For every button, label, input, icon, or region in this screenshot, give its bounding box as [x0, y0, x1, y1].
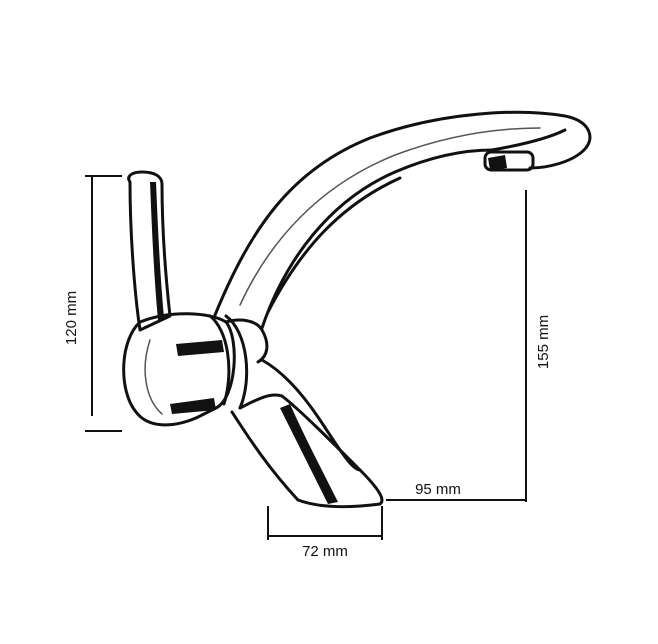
collar-lower-band	[170, 398, 216, 414]
base-right-edge	[280, 394, 384, 506]
lever-shadow	[150, 182, 164, 320]
dimension-spout-height: 155 mm	[525, 190, 552, 502]
collar-dark-band	[176, 340, 224, 356]
dimension-lever-height: 120 mm	[63, 175, 122, 432]
base-bottom	[296, 498, 382, 509]
spout-highlight-line	[239, 127, 541, 306]
cartridge-contour	[144, 339, 163, 415]
lever-height-label: 120 mm	[63, 291, 80, 345]
dimension-spout-reach: 95 mm	[386, 481, 526, 501]
dimension-base-width: 72 mm	[267, 506, 383, 560]
collar-ring-2	[224, 314, 249, 410]
base-shadow	[280, 404, 338, 504]
base-left-edge	[230, 410, 300, 502]
spout-inner-edge	[260, 148, 494, 330]
aerator-dark	[488, 155, 507, 170]
collar-ring	[208, 314, 231, 406]
spout-reach-label: 95 mm	[415, 481, 461, 498]
spout-tip	[490, 128, 567, 152]
spout-shadow-line	[266, 176, 402, 314]
spout-outer-edge	[213, 110, 592, 317]
neck-top	[224, 318, 269, 364]
base-width-label: 72 mm	[302, 543, 348, 560]
body-to-spout-join	[260, 358, 362, 472]
spout-height-label: 155 mm	[535, 315, 552, 369]
lever-handle	[127, 170, 172, 332]
aerator	[483, 150, 535, 172]
neck-bottom	[238, 393, 284, 410]
faucet-illustration	[122, 110, 592, 509]
